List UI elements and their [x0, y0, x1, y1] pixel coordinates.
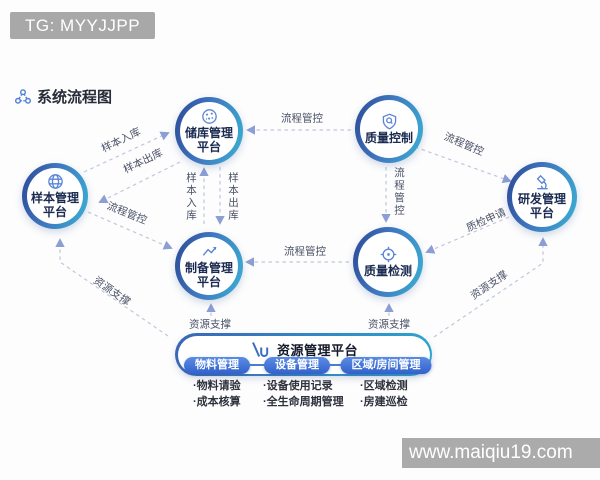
edge-sample-to-storage — [83, 131, 170, 173]
node-storage-platform: 储库管理平台 — [175, 97, 243, 165]
label-qc-qt: 流程管控 — [393, 167, 405, 217]
page-title: 系统流程图 — [37, 89, 113, 106]
bullet-column-material: ·物料请验 ·成本核算 — [193, 379, 241, 410]
node-label: 质量检测 — [363, 264, 412, 279]
petri-dish-icon — [201, 109, 217, 125]
node-quality-control: 质量控制 — [355, 95, 423, 163]
node-label: 质量控制 — [364, 131, 413, 146]
pill-equipment-mgmt: 设备管理 — [264, 357, 330, 374]
bullet-column-area: ·区域检测 ·房建巡检 — [360, 379, 408, 410]
pill-area-room-mgmt: 区域/房间管理 — [340, 357, 432, 374]
microscope-icon — [536, 175, 548, 190]
edge-storage-to-sample — [98, 161, 181, 204]
diagram-title: 系统流程图 — [14, 86, 112, 107]
bullet-column-equipment: ·设备使用记录 ·全生命周期管理 — [263, 379, 344, 410]
node-label: 制备管理平台 — [184, 261, 233, 289]
edge-qc-to-rd — [414, 146, 512, 184]
molecule-icon — [15, 88, 31, 104]
node-rd-platform: 研发管理平台 — [507, 162, 577, 232]
bullet-item: ·成本核算 — [193, 395, 241, 408]
node-prep-platform: 制备管理平台 — [175, 232, 243, 300]
target-icon — [380, 246, 396, 263]
label-sample-out-vert: 样本出库 — [227, 172, 239, 222]
node-label: 研发管理平台 — [517, 192, 566, 220]
resource-logo-icon — [252, 341, 269, 357]
node-quality-testing: 质量检测 — [353, 227, 423, 297]
edge-box-to-sample — [55, 238, 169, 337]
label-qc-storage: 流程管控 — [281, 112, 323, 125]
bullet-item: ·物料请验 — [193, 380, 241, 392]
shield-check-icon — [382, 113, 396, 130]
label-support-qt: 资源支撑 — [366, 316, 412, 332]
node-label: 储库管理平台 — [184, 126, 233, 154]
node-sample-platform: 样本管理平台 — [22, 163, 88, 229]
label-qt-prep: 流程管控 — [284, 245, 326, 258]
bullet-item: ·全生命周期管理 — [263, 395, 344, 408]
edge-rd-to-qt — [425, 216, 510, 254]
bullet-item: ·区域检测 — [360, 380, 408, 392]
resource-box-title: 资源管理平台 — [276, 342, 358, 358]
watermark: www.maiqiu19.com — [402, 438, 600, 468]
edge-sample-to-prep — [87, 211, 173, 250]
bullet-item: ·房建巡检 — [360, 395, 408, 408]
tg-badge: TG: MYYJJPP — [10, 12, 156, 39]
edge-box-to-rd — [433, 237, 548, 338]
pill-material-mgmt: 物料管理 — [184, 357, 250, 374]
trend-line-icon — [202, 247, 216, 256]
node-label: 样本管理平台 — [30, 191, 79, 219]
bullet-item: ·设备使用记录 — [263, 380, 333, 392]
label-support-prep: 资源支撑 — [187, 316, 233, 332]
label-sample-in-vert: 样本入库 — [185, 172, 197, 222]
globe-icon — [47, 174, 63, 190]
